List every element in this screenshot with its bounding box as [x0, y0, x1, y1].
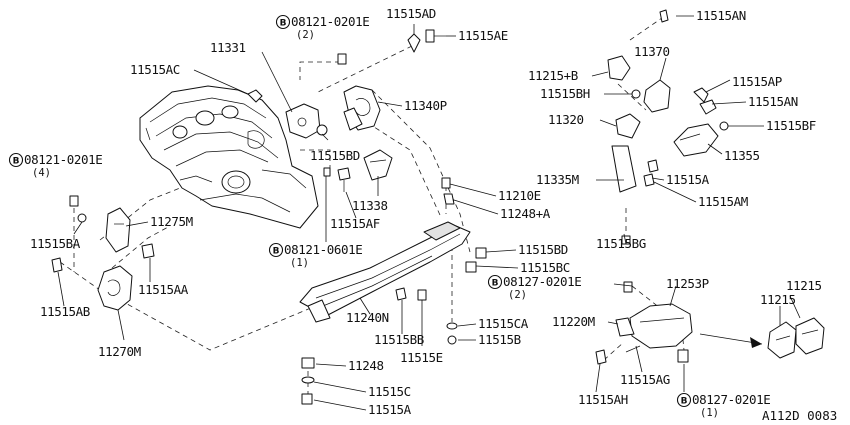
qty-1-bot: (1)	[700, 407, 719, 419]
leader-lines	[57, 15, 801, 411]
label-11515AP: 11515AP	[732, 74, 782, 89]
right-mount-assembly	[607, 9, 729, 245]
label-11515AM: 11515AM	[698, 194, 748, 209]
label-11515A-right: 11515A	[666, 172, 710, 187]
label-11248-plus-A: 11248+A	[500, 206, 551, 221]
engine-block	[139, 85, 319, 229]
label-11515C: 11515C	[368, 384, 411, 399]
bolts-top	[247, 29, 446, 192]
label-11240N: 11240N	[346, 310, 389, 325]
part-11331-bracket	[285, 103, 321, 139]
label-11515BB: 11515BB	[374, 332, 424, 347]
diagram-code: A112D 0083	[762, 408, 837, 423]
label-11515CA: 11515CA	[478, 316, 529, 331]
part-11248-stack	[301, 357, 315, 405]
qty-4-left: (4)	[32, 167, 51, 179]
label-11515BH: 11515BH	[540, 86, 590, 101]
bolt-symbol-char: B	[273, 247, 280, 257]
label-11515AE: 11515AE	[458, 28, 508, 43]
label-11270M: 11270M	[98, 344, 141, 359]
label-11515BA: 11515BA	[30, 236, 81, 251]
label-11248: 11248	[348, 358, 384, 373]
label-11215-plus-B: 11215+B	[528, 68, 578, 83]
label-11515BD-top: 11515BD	[310, 148, 360, 163]
bolt-symbol-char: B	[280, 19, 287, 29]
label-11515AN-mid: 11515AN	[748, 94, 798, 109]
label-11515BG: 11515BG	[596, 236, 646, 251]
label-11215-a: 11215	[786, 278, 822, 293]
qty-2-top: (2)	[296, 29, 315, 41]
label-11355: 11355	[724, 148, 760, 163]
label-11515E: 11515E	[400, 350, 443, 365]
label-08121-0201E-top: 08121-0201E	[291, 14, 369, 29]
bolt-symbol-char: B	[492, 279, 499, 289]
label-11331: 11331	[210, 40, 246, 55]
label-11220M: 11220M	[552, 314, 595, 329]
label-11515AG: 11515AG	[620, 372, 670, 387]
label-11515AN-top: 11515AN	[696, 8, 746, 23]
label-11515BC: 11515BC	[520, 260, 570, 275]
bolt-symbol-icon	[676, 392, 692, 408]
label-11515AC: 11515AC	[130, 62, 180, 77]
bolt-symbol-icon	[8, 152, 24, 168]
label-11253P: 11253P	[666, 276, 709, 291]
label-11215-b: 11215	[760, 292, 796, 307]
label-11515B: 11515B	[478, 332, 521, 347]
label-11515AD: 11515AD	[386, 6, 436, 21]
part-11338-bracket	[363, 149, 393, 181]
bolt-symbol-icon	[487, 274, 503, 290]
label-11338: 11338	[352, 198, 388, 213]
label-11515AH: 11515AH	[578, 392, 628, 407]
label-08121-0201E-left: 08121-0201E	[24, 152, 102, 167]
lower-right-assembly	[595, 281, 825, 365]
part-11275M-bracket	[51, 195, 155, 273]
part-11270M-mount	[97, 265, 133, 311]
part-11240N-crossmember	[299, 221, 471, 323]
bolt-symbol-char: B	[681, 397, 688, 407]
label-08121-0601E: 08121-0601E	[284, 242, 362, 257]
bolt-symbol-char: B	[13, 157, 20, 167]
label-11210E: 11210E	[498, 188, 541, 203]
label-11370: 11370	[634, 44, 670, 59]
label-11515A-bot: 11515A	[368, 402, 412, 417]
label-11515AF: 11515AF	[330, 216, 380, 231]
label-08127-0201E-bot: 08127-0201E	[692, 392, 770, 407]
part-11340P-insulator	[343, 85, 381, 131]
qty-2-mid: (2)	[508, 289, 527, 301]
label-11320: 11320	[548, 112, 584, 127]
label-11515BD-mid: 11515BD	[518, 242, 568, 257]
label-11275M: 11275M	[150, 214, 193, 229]
label-11515AA: 11515AA	[138, 282, 189, 297]
qty-1-mid: (1)	[290, 257, 309, 269]
crossmember-fasteners	[395, 177, 487, 345]
bolt-symbol-icon	[268, 242, 284, 258]
label-11515BF: 11515BF	[766, 118, 816, 133]
label-11335M: 11335M	[536, 172, 579, 187]
bolt-symbol-icon	[275, 14, 291, 30]
label-08127-0201E-mid: 08127-0201E	[503, 274, 581, 289]
label-11340P: 11340P	[404, 98, 447, 113]
labels: 11515AN 11515AD B 08121-0201E (2) 11515A…	[8, 6, 837, 423]
label-11515AB: 11515AB	[40, 304, 90, 319]
